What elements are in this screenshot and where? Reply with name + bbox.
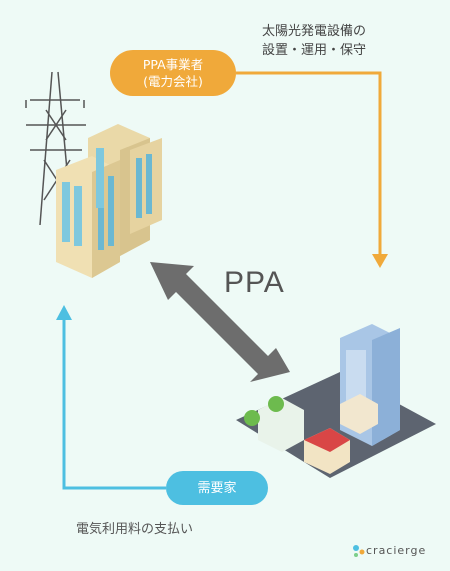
supplier-label-line2: (電力会社) <box>143 74 203 89</box>
service-line-2: 設置・運用・保守 <box>262 43 367 58</box>
ppa-center-label: PPA <box>224 266 285 299</box>
service-line-1: 太陽光発電設備の <box>262 24 367 39</box>
brand-name: cracierge <box>366 544 427 557</box>
consumer-label: 需要家 <box>197 480 237 496</box>
service-description: 太陽光発電設備の 設置・運用・保守 <box>262 22 432 60</box>
blue-flow-arrow <box>56 305 166 490</box>
supplier-label-line1: PPA事業者 <box>142 57 204 72</box>
supplier-badge: PPA事業者 (電力会社) <box>110 50 236 96</box>
consumer-badge: 需要家 <box>166 471 268 505</box>
consumer-town-icon <box>236 324 436 478</box>
double-arrow-icon <box>150 262 290 382</box>
payment-label: 電気利用料の支払い <box>76 522 194 537</box>
brand-logo-icon <box>353 545 365 557</box>
orange-flow-arrow <box>236 71 388 268</box>
supplier-buildings-icon <box>56 124 162 278</box>
